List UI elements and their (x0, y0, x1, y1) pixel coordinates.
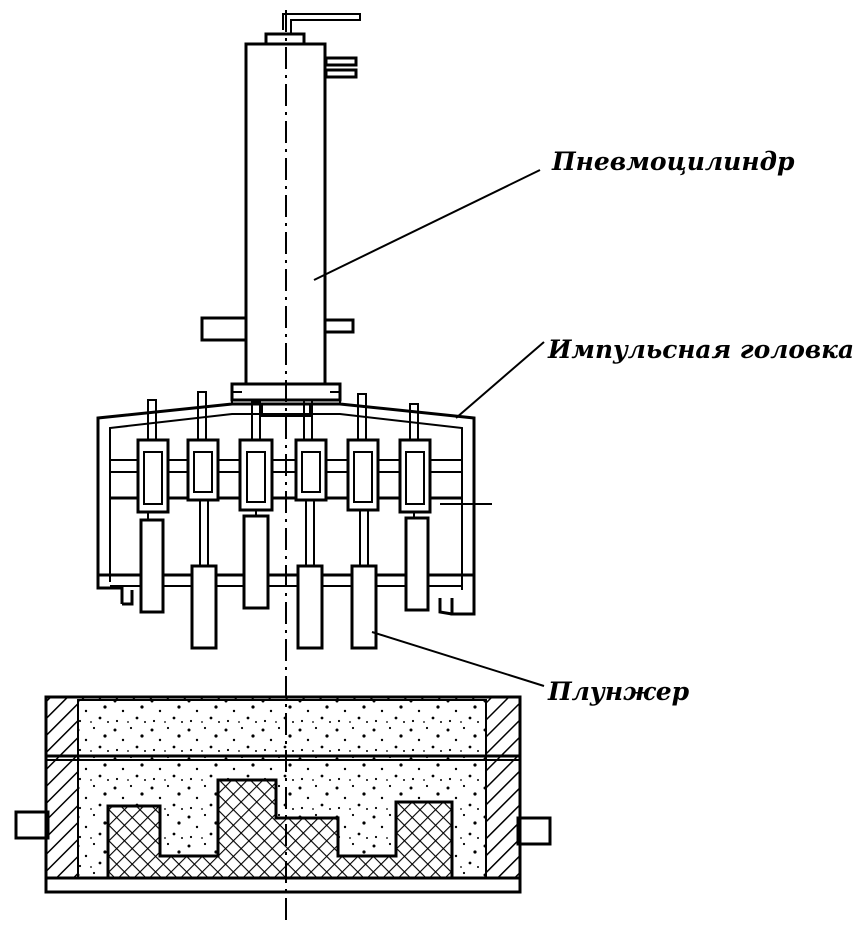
plunger-4 (296, 500, 324, 650)
pattern-model (106, 778, 454, 880)
valve-4 (294, 399, 328, 502)
leader-head (455, 341, 545, 419)
leader-plunger (371, 631, 545, 687)
label-plunger: Плунжер (547, 677, 690, 706)
plunger-2 (190, 500, 218, 650)
valve-5 (346, 393, 380, 512)
label-cylinder: Пневмоцилиндр (551, 147, 795, 176)
valve-6 (398, 403, 432, 514)
plunger-6 (404, 512, 430, 612)
valve-3 (238, 401, 274, 512)
leader-cylinder (313, 169, 541, 281)
valve-2 (186, 391, 220, 502)
plunger-1 (139, 512, 165, 614)
plunger-5 (350, 510, 378, 650)
label-head: Импульсная головка (547, 335, 854, 364)
pneumatic-cylinder (200, 13, 361, 402)
valve-1 (136, 399, 170, 514)
flask (14, 695, 552, 894)
plunger-3 (242, 510, 270, 610)
